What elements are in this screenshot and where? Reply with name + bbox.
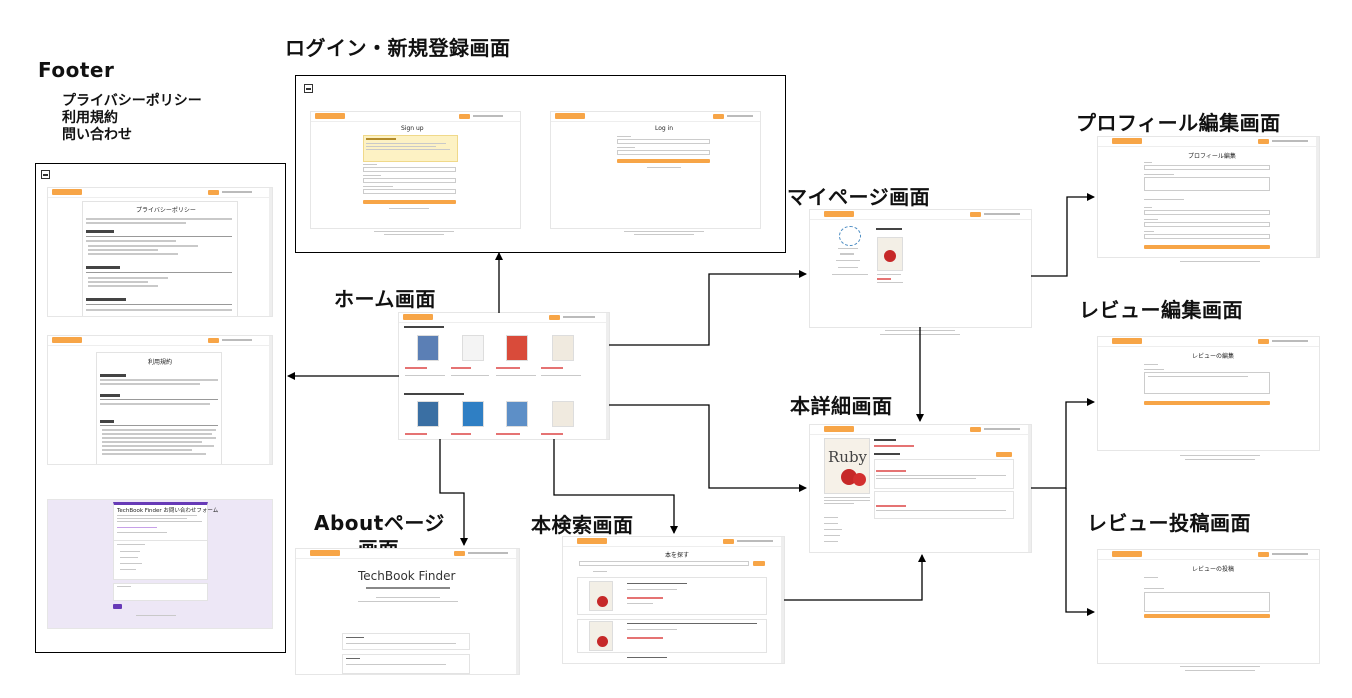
review-post-title: レビュー投稿画面 — [1087, 511, 1251, 535]
arrow-home-to-about — [439, 439, 468, 546]
profile-edit-title: プロフィール編集画面 — [1076, 111, 1281, 135]
arrow-home-to-mypage — [609, 270, 807, 346]
book-detail-screenshot: Ruby — [810, 425, 1031, 552]
profile-edit-heading: プロフィール編集 — [1188, 153, 1236, 160]
search-heading: 本を探す — [665, 552, 690, 559]
login-screenshot: Log in — [551, 112, 760, 228]
home-screenshot — [399, 313, 609, 439]
review-edit-title: レビュー編集画面 — [1079, 298, 1243, 322]
login-heading: Log in — [655, 125, 674, 132]
about-app-name: TechBook Finder — [358, 569, 456, 583]
footer-item-privacy: プライバシーポリシー — [62, 93, 202, 109]
mypage-title: マイページ画面 — [787, 185, 931, 209]
collapse-icon[interactable] — [304, 84, 313, 93]
arrow-search-to-detail — [784, 554, 926, 601]
profile-edit-screenshot: プロフィール編集 — [1098, 137, 1319, 257]
login-title: ログイン・新規登録画面 — [285, 36, 511, 60]
login-frame: Sign up Log in — [295, 75, 786, 253]
review-edit-heading: レビューの編集 — [1192, 353, 1235, 360]
privacy-heading: プライバシーポリシー — [136, 207, 196, 214]
footer-item-contact: 問い合わせ — [62, 127, 132, 143]
signup-heading: Sign up — [401, 125, 424, 132]
signup-screenshot: Sign up — [311, 112, 520, 228]
privacy-page-screenshot: プライバシーポリシー — [48, 188, 272, 316]
about-title-line1: Aboutページ — [314, 511, 445, 535]
book-detail-title: 本詳細画面 — [790, 394, 893, 418]
arrow-mypage-to-profile — [1031, 193, 1095, 277]
collapse-icon[interactable] — [41, 170, 50, 179]
detail-book-title: Ruby — [828, 448, 868, 466]
footer-title: Footer — [38, 58, 115, 82]
home-title: ホーム画面 — [334, 287, 436, 311]
mypage-book-cover — [877, 237, 903, 271]
contact-form-screenshot: TechBook Finder お問い合わせフォーム — [48, 500, 272, 628]
arrow-detail-to-review-edit — [1031, 398, 1095, 489]
arrow-detail-to-review-post — [1065, 488, 1095, 616]
terms-heading: 利用規約 — [148, 359, 173, 366]
review-post-screenshot: レビューの投稿 — [1098, 550, 1319, 663]
search-screenshot: 本を探す — [563, 537, 784, 663]
arrow-home-to-detail — [609, 404, 807, 492]
footer-frame: プライバシーポリシー 利用規約 TechBook Finder お問い合わせフォ… — [35, 163, 286, 653]
arrow-home-to-search — [553, 439, 678, 534]
detail-book-cover: Ruby — [824, 438, 870, 494]
search-title: 本検索画面 — [531, 513, 634, 537]
mypage-screenshot — [810, 210, 1031, 327]
footer-item-terms: 利用規約 — [62, 110, 118, 126]
search-book-cover-1 — [589, 581, 613, 611]
review-post-heading: レビューの投稿 — [1192, 566, 1235, 573]
about-screenshot: TechBook Finder — [296, 549, 519, 674]
review-edit-screenshot: レビューの編集 — [1098, 337, 1319, 450]
contact-form-heading: TechBook Finder お問い合わせフォーム — [117, 508, 219, 514]
terms-page-screenshot: 利用規約 — [48, 336, 272, 464]
